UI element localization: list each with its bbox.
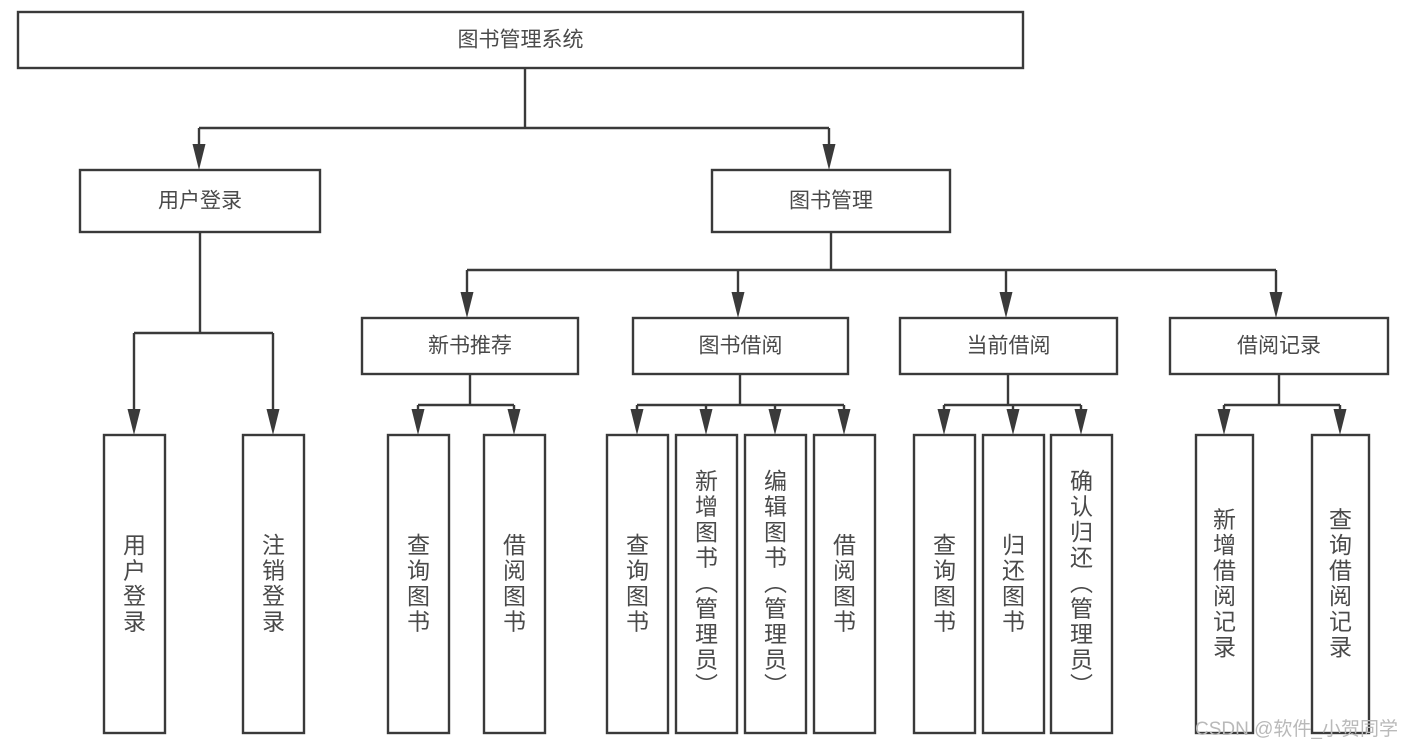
node-leaf-注销登录[interactable]: 注销登录 [241,433,306,735]
connector-root-to-level2 [192,68,836,170]
node-leaf-查询图书[interactable]: 查询图书 [912,433,977,735]
node-leaf-归还图书[interactable]: 归还图书 [981,433,1046,735]
node-label: 确认归还︵管理员︶ [1070,468,1093,698]
node-level2-用户登录[interactable]: 用户登录 [78,168,322,234]
node-label: 查询图书 [626,532,649,635]
node-leaf-用户登录[interactable]: 用户登录 [102,433,167,735]
node-level3-借阅记录[interactable]: 借阅记录 [1168,316,1390,376]
node-level3-图书借阅[interactable]: 图书借阅 [631,316,850,376]
connector-user-login-to-leaves [127,232,280,435]
node-label: 归还图书 [1002,532,1025,635]
connector-current-borrow-to-leaves [937,374,1088,435]
connector-borrow-to-leaves [630,374,851,435]
node-label: 查询图书 [933,532,956,635]
node-leaf-新增借阅记录[interactable]: 新增借阅记录 [1194,433,1255,735]
node-root-图书管理系统[interactable]: 图书管理系统 [16,10,1025,70]
node-label: 用户登录 [123,532,146,635]
node-level2-图书管理[interactable]: 图书管理 [710,168,952,234]
node-label: 查询借阅记录 [1329,506,1352,660]
node-leaf-查询图书[interactable]: 查询图书 [386,433,451,735]
node-leaf-查询图书[interactable]: 查询图书 [605,433,670,735]
node-label: 新书推荐 [428,335,512,358]
node-label: 当前借阅 [967,335,1051,358]
connector-book-mgmt-to-level3 [460,232,1283,318]
node-label: 图书管理系统 [458,29,584,52]
node-leaf-确认归还-管理员[interactable]: 确认归还︵管理员︶ [1049,433,1114,735]
boxes-layer: 图书管理系统用户登录图书管理新书推荐图书借阅当前借阅借阅记录用户登录注销登录查询… [16,10,1390,735]
node-label: 编辑图书︵管理员︶ [764,468,787,698]
node-label: 图书借阅 [699,335,783,358]
node-label: 查询图书 [407,532,430,635]
node-label: 借阅记录 [1237,335,1321,358]
node-level3-当前借阅[interactable]: 当前借阅 [898,316,1119,376]
node-label: 借阅图书 [833,532,856,635]
node-label: 用户登录 [158,190,242,213]
connector-record-to-leaves [1217,374,1347,435]
connectors-layer [127,68,1347,435]
node-leaf-借阅图书[interactable]: 借阅图书 [482,433,547,735]
node-label: 借阅图书 [503,532,526,635]
node-leaf-新增图书-管理员[interactable]: 新增图书︵管理员︶ [674,433,739,735]
node-label: 图书管理 [789,190,873,213]
node-label: 新增借阅记录 [1213,506,1236,660]
node-label: 新增图书︵管理员︶ [695,468,718,698]
node-label: 注销登录 [262,532,285,635]
node-leaf-查询借阅记录[interactable]: 查询借阅记录 [1310,433,1371,735]
csdn-watermark: CSDN @软件_小贺同学 [1195,718,1398,740]
node-leaf-借阅图书[interactable]: 借阅图书 [812,433,877,735]
node-level3-新书推荐[interactable]: 新书推荐 [360,316,580,376]
node-leaf-编辑图书-管理员[interactable]: 编辑图书︵管理员︶ [743,433,808,735]
connector-new-book-to-leaves [411,374,521,435]
